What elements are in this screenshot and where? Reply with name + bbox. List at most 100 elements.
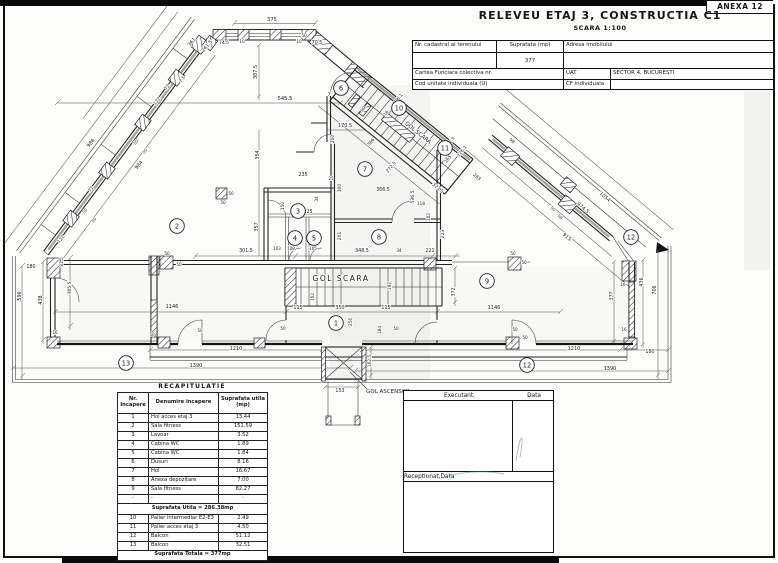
recap-cell: 151.59	[218, 422, 268, 432]
room-number: 13	[122, 359, 130, 367]
room-circle-outline	[328, 315, 344, 331]
recap-name-header: Denumire incapere	[148, 392, 219, 414]
recap-cell: Hol acces etaj 3	[148, 413, 219, 423]
carte-funciara-label: Cartea Funciara colectiva nr.	[413, 69, 564, 79]
room-number: 3	[296, 207, 300, 215]
dim-label: 50	[521, 260, 527, 265]
dim-label: 10	[296, 39, 302, 44]
dim-label: 235	[298, 172, 307, 178]
dim-label: 180	[26, 264, 35, 270]
room-circle-8: 8	[371, 229, 387, 245]
dim-label: 50	[149, 332, 155, 337]
uat-label: UAT	[564, 69, 611, 79]
room-number: 9	[485, 277, 489, 285]
dim-label: 50	[164, 251, 170, 256]
dim-label: 50	[393, 326, 399, 331]
dim-label: 115	[293, 305, 302, 311]
dim-label: 201	[337, 232, 343, 241]
executant-signature-area	[404, 401, 553, 472]
recap-cell: Dusuri	[148, 458, 219, 468]
scan-bar-top	[0, 0, 707, 6]
dim-label: 34	[314, 196, 319, 202]
signoff-divider	[512, 401, 513, 471]
room-number: 8	[377, 233, 381, 241]
dim-label: 372	[451, 287, 457, 296]
executant-data-label: Data	[527, 392, 541, 399]
dim-label: 115	[381, 305, 390, 311]
recap-cell: 4	[117, 440, 149, 450]
dim-label: 108	[287, 246, 295, 251]
recap-cell: Palier acces etaj 3	[148, 522, 219, 533]
dim-label: 153	[335, 388, 344, 394]
elevator-label: GOL ASCENSOR	[366, 389, 410, 395]
recap-row: ---	[117, 494, 268, 504]
receptionat-signature-area	[404, 482, 553, 551]
recap-cell: Anexa depozitare	[148, 476, 219, 486]
recap-cell: 51.12	[218, 531, 268, 542]
room-number: 10	[395, 104, 403, 112]
recap-cell: 32.51	[218, 540, 268, 551]
central-stairwell	[284, 265, 458, 307]
dim-label: 90	[359, 105, 366, 113]
recap-cell: -	[117, 494, 149, 504]
room-circle-4: 4	[287, 230, 303, 246]
recap-cell: 1.89	[218, 440, 268, 450]
recap-cell: Sala fitness	[148, 422, 219, 432]
nr-cadastral-value	[413, 53, 497, 68]
recap-header-row: Nr. Incapere Denumire incapere Suprafata…	[117, 392, 268, 414]
recap-total-row: Suprafata Totala = 377mp	[117, 549, 268, 561]
dim-label: 180	[645, 349, 654, 355]
dim-label: 98	[508, 137, 516, 145]
recap-cell: 10	[117, 513, 149, 524]
room-number: 12	[523, 361, 531, 369]
recap-total-row-value: Suprafata Totala = 377mp	[117, 549, 268, 561]
recap-cell: 13.44	[218, 413, 268, 423]
dim-label: 50	[81, 207, 88, 215]
dim-label: 1390	[190, 363, 203, 369]
recap-cell: 3.52	[218, 431, 268, 441]
room-circle-outline	[479, 273, 495, 289]
recap-table: Nr. Incapere Denumire incapere Suprafata…	[117, 392, 268, 561]
signoff-block: Executant, Data Receptionat, Data	[403, 390, 554, 553]
dim-label: 122	[56, 234, 66, 245]
recap-title: RECAPITULATIE	[158, 383, 226, 390]
dim-label: 375	[267, 17, 277, 23]
cf-label: CF individuala	[564, 79, 611, 89]
dim-label: 12.5	[446, 136, 456, 147]
dim-label: 16	[621, 327, 627, 332]
recap-nr-header: Nr. Incapere	[117, 392, 149, 414]
executant-label: Executant,	[444, 392, 475, 399]
recap-cell: 4.50	[218, 522, 268, 533]
room-number: 12	[627, 233, 635, 241]
receptionat-scribble	[441, 471, 505, 479]
dim-label: 150	[280, 202, 286, 211]
dim-label: 50	[556, 213, 564, 220]
dim-label: 50	[512, 327, 518, 332]
dim-label: 197	[387, 282, 392, 290]
drawing-scale: SCARA 1:100	[573, 24, 627, 32]
room-number: 11	[441, 144, 449, 152]
room-circle-13: 13	[118, 355, 134, 371]
dim-label: 366.5	[376, 187, 390, 193]
room-circle-9: 9	[479, 273, 495, 289]
recap-cell: 7.00	[218, 476, 268, 486]
dim-label: 50	[132, 138, 139, 146]
recap-cell: Sala fitness	[148, 485, 219, 495]
dim-label: 50	[197, 328, 203, 333]
stairwell-label: GOL SCARA	[313, 274, 370, 283]
room-circle-3: 3	[290, 203, 306, 219]
top-wall	[201, 19, 319, 52]
recap-cell: Hol	[148, 467, 219, 477]
dim-label: 50	[90, 216, 97, 224]
room-circle-outline	[623, 229, 639, 245]
dim-label: 102	[426, 213, 431, 221]
recap-cell: 16.67	[218, 467, 268, 477]
dim-label: 348.5	[355, 248, 369, 254]
right-wing	[466, 89, 674, 289]
signature-scribble	[515, 437, 523, 462]
